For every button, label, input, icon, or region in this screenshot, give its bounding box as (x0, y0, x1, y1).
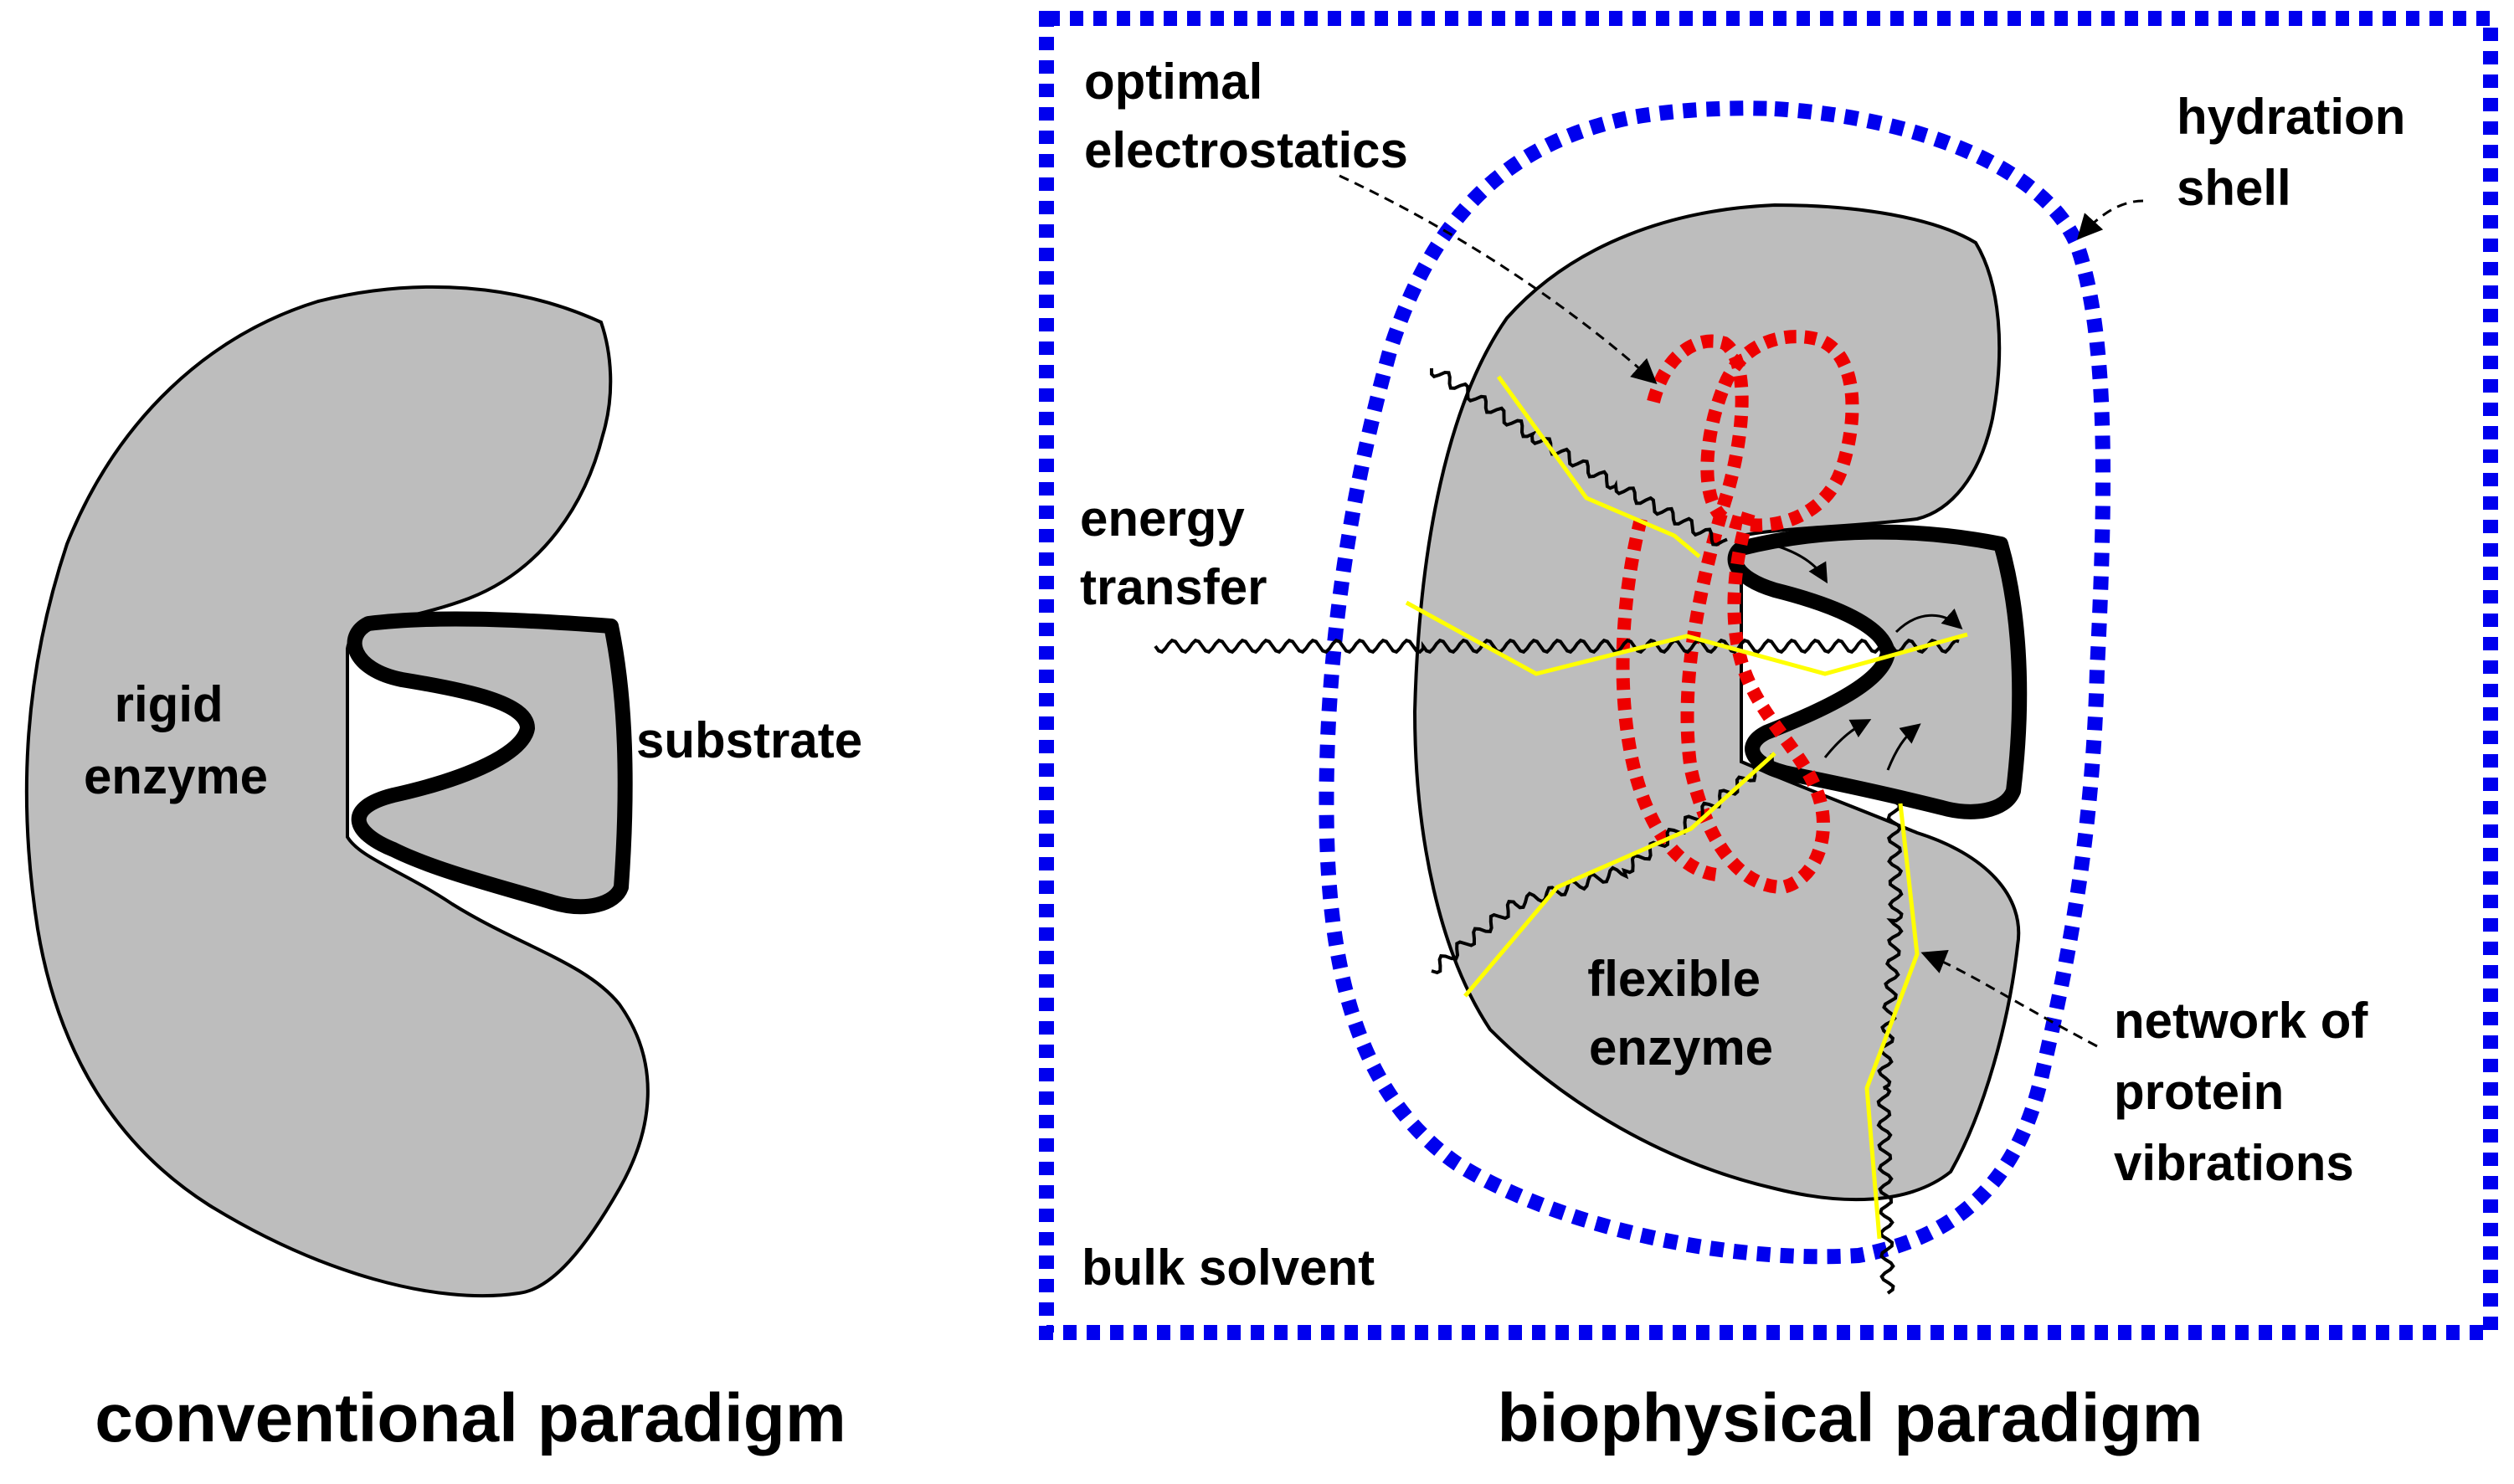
vibration-wave-vertical (1876, 794, 1904, 1295)
electrostatics-loop-upper (1700, 330, 1859, 532)
electrostatics-pointer (1339, 174, 1658, 385)
annotation-arrows (1339, 174, 2144, 1048)
hydration-shell-label: hydration shell (2177, 89, 2419, 216)
flexible-enzyme-label: flexible enzyme (1587, 951, 1774, 1076)
conventional-caption: conventional paradigm (95, 1380, 846, 1456)
energy-path-middle (1405, 600, 1968, 676)
pocket-motion-arrows (1770, 542, 1963, 771)
energy-path-vertical (1864, 803, 1920, 1240)
conventional-panel: rigid enzyme substrate conventional para… (24, 285, 862, 1456)
substrate-shape (347, 611, 633, 915)
hydration-shell-outline (1319, 100, 2111, 1265)
biophysical-panel: optimal electrostatics hydration shell e… (1039, 11, 2498, 1456)
network-vibrations-label: network of protein vibrations (2114, 993, 2382, 1191)
substrate-label: substrate (636, 712, 862, 768)
energy-transfer-label: energy transfer (1080, 490, 1267, 615)
biophysical-caption: biophysical paradigm (1498, 1380, 2203, 1456)
energy-path-lower (1463, 752, 1776, 998)
bulk-solvent-frame (1039, 11, 2498, 1340)
rigid-enzyme-label: rigid enzyme (84, 676, 268, 804)
vibration-wave-middle (1154, 638, 1960, 655)
flexible-substrate-shape (1727, 524, 2028, 819)
energy-path-top (1496, 375, 1701, 558)
vibration-wave-top (1430, 367, 1728, 547)
electrostatics-loop-main (1647, 334, 1830, 895)
electrostatics-loop-lower (1616, 517, 1718, 881)
hydration-pointer (2076, 199, 2144, 240)
bulk-solvent-label: bulk solvent (1082, 1240, 1375, 1296)
energy-transfer-paths (1405, 375, 1968, 1240)
electrostatics-label: optimal electrostatics (1084, 54, 1408, 178)
network-pointer (1920, 949, 2098, 1048)
